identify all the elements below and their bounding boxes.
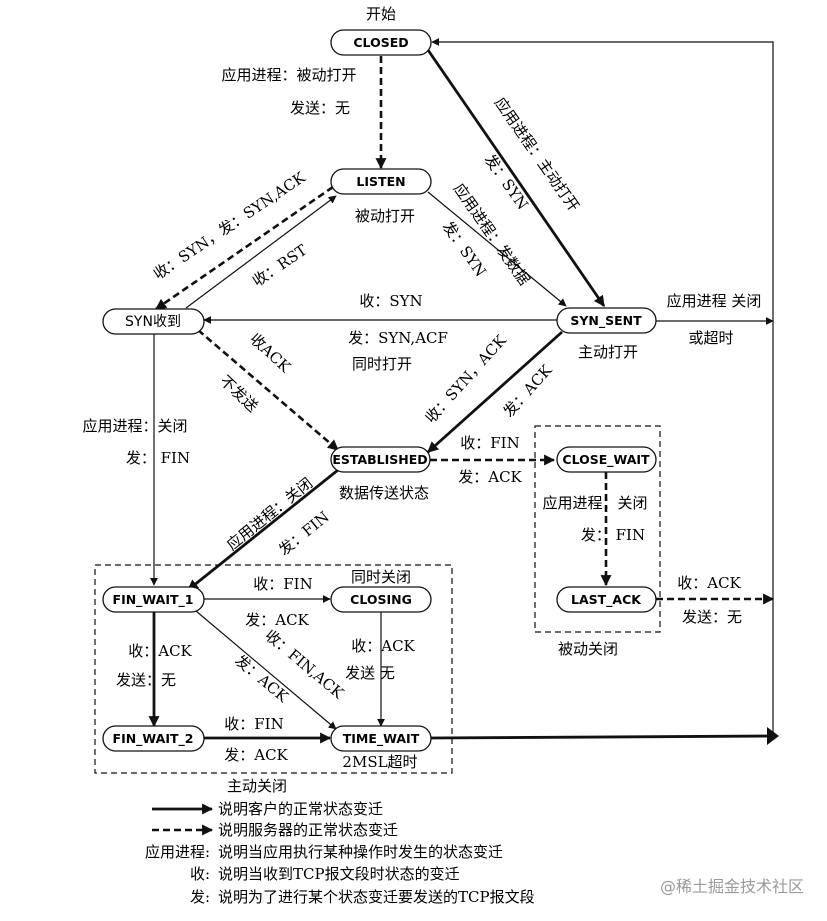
edge-est-fw1 <box>187 468 339 592</box>
caption-data-transfer: 数据传送状态 <box>339 484 429 502</box>
state-syn-rcvd-label: SYN收到 <box>125 314 181 330</box>
label-cw-la-1: 应用进程：关闭 <box>542 494 647 512</box>
state-time-wait-label: TIME_WAIT <box>343 731 420 747</box>
state-syn-sent-label: SYN_SENT <box>570 313 642 329</box>
caption-passive-close: 被动关闭 <box>558 640 618 658</box>
state-established-label: ESTABLISHED <box>332 452 427 467</box>
label-closed-synsent-2: 发：SYN <box>481 151 532 213</box>
edge-fw1-timewait <box>195 610 337 730</box>
state-fin-wait-2: FIN_WAIT_2 <box>102 725 205 752</box>
state-close-wait-label: CLOSE_WAIT <box>562 452 650 468</box>
label-synrcvd-fw1-2: 发： FIN <box>126 449 190 467</box>
label-synsent-closed-2: 或超时 <box>688 329 733 347</box>
label-synrcvd-est-2: 不发送 <box>216 372 261 416</box>
state-last-ack-label: LAST_ACK <box>571 592 642 608</box>
label-closing-tw-2: 发送 无 <box>345 664 395 682</box>
label-closed-listen-2: 发送：无 <box>290 99 350 117</box>
state-closed-label: CLOSED <box>353 35 408 50</box>
label-fw1-fw2-1: 收：ACK <box>128 642 192 660</box>
edge-listen-synsent <box>427 191 567 307</box>
state-syn-sent: SYN_SENT <box>556 307 657 334</box>
legend-recv-key: 收: <box>190 865 210 883</box>
edge-synrcvd-est <box>197 329 339 451</box>
legend-recv-desc: 说明当收到TCP报文段时状态的变迁 <box>218 865 460 883</box>
label-fw1-closing-2: 发：ACK <box>245 611 309 629</box>
label-synsent-synrcvd-2: 发：SYN,ACF <box>348 329 448 347</box>
state-last-ack: LAST_ACK <box>556 586 657 613</box>
label-la-closed-2: 发送：无 <box>682 608 742 626</box>
caption-passive-open: 被动打开 <box>355 207 415 225</box>
caption-2msl: 2MSL超时 <box>342 753 417 771</box>
state-closing-label: CLOSING <box>350 592 412 607</box>
rail-arrowhead <box>767 727 779 745</box>
caption-active-close: 主动关闭 <box>227 777 287 795</box>
state-closing: CLOSING <box>330 586 432 613</box>
state-listen-label: LISTEN <box>356 174 405 189</box>
state-syn-rcvd: SYN收到 <box>102 308 205 335</box>
label-fw2-tw-1: 收：FIN <box>224 715 283 733</box>
caption-active-open: 主动打开 <box>578 343 638 361</box>
label-synsent-synrcvd-3: 同时打开 <box>352 355 412 373</box>
edge-synrcvd-listen <box>185 195 337 309</box>
label-cw-la-2: 发： FIN <box>581 526 645 544</box>
legend-send-key: 发: <box>190 888 210 906</box>
watermark: @稀土掘金技术社区 <box>660 877 804 896</box>
label-la-closed-1: 收：ACK <box>677 574 741 592</box>
label-synrcvd-fw1-1: 应用进程：关闭 <box>82 417 187 435</box>
label-fw2-tw-2: 发：ACK <box>224 746 288 764</box>
label-est-cw-2: 发：ACK <box>458 468 522 486</box>
state-fin-wait-1-label: FIN_WAIT_1 <box>113 592 194 608</box>
legend-app-desc: 说明当应用执行某种操作时发生的状态变迁 <box>218 843 503 861</box>
edge-listen-synrcvd <box>155 185 334 311</box>
label-synrcvd-listen: 收：RST <box>249 241 310 290</box>
state-fin-wait-2-label: FIN_WAIT_2 <box>113 731 194 747</box>
caption-start: 开始 <box>366 5 396 23</box>
label-fw1-closing-1: 收：FIN <box>253 575 312 593</box>
label-est-cw-1: 收：FIN <box>460 434 519 452</box>
edge-synsent-est <box>427 330 563 454</box>
label-fw1-fw2-2: 发送：无 <box>116 671 176 689</box>
state-close-wait: CLOSE_WAIT <box>556 446 657 473</box>
legend-client-desc: 说明客户的正常状态变迁 <box>218 800 383 818</box>
legend-server-desc: 说明服务器的正常状态变迁 <box>218 821 398 839</box>
state-fin-wait-1: FIN_WAIT_1 <box>102 586 205 613</box>
state-listen: LISTEN <box>330 168 432 195</box>
state-closed: CLOSED <box>330 29 432 56</box>
label-synsent-synrcvd-1: 收：SYN <box>359 292 422 310</box>
label-synsent-closed-1: 应用进程 关闭 <box>667 292 762 310</box>
label-synrcvd-est-1: 收ACK <box>246 330 294 377</box>
label-closing-tw-1: 收：ACK <box>351 637 415 655</box>
edge-timewait-closed <box>429 734 774 740</box>
legend-app-key: 应用进程: <box>145 843 210 861</box>
label-fw1-tw-2: 发：ACK <box>231 651 292 706</box>
passive-close-region <box>534 425 661 633</box>
edge-closed-synsent <box>426 49 606 307</box>
label-synsent-est-2: 发：ACK <box>500 361 556 421</box>
label-est-fw1-2: 发：FIN <box>275 508 333 559</box>
label-closed-synsent-1: 应用进程：主动打开 <box>491 94 583 215</box>
edge-rail-closed <box>431 38 774 736</box>
caption-simultaneous-close: 同时关闭 <box>351 568 411 586</box>
state-established: ESTABLISHED <box>330 446 431 473</box>
active-close-region <box>94 564 453 774</box>
state-time-wait: TIME_WAIT <box>330 725 432 752</box>
legend-send-desc: 说明为了进行某个状态变迁要发送的TCP报文段 <box>218 888 535 906</box>
label-closed-listen-1: 应用进程：被动打开 <box>221 66 356 84</box>
